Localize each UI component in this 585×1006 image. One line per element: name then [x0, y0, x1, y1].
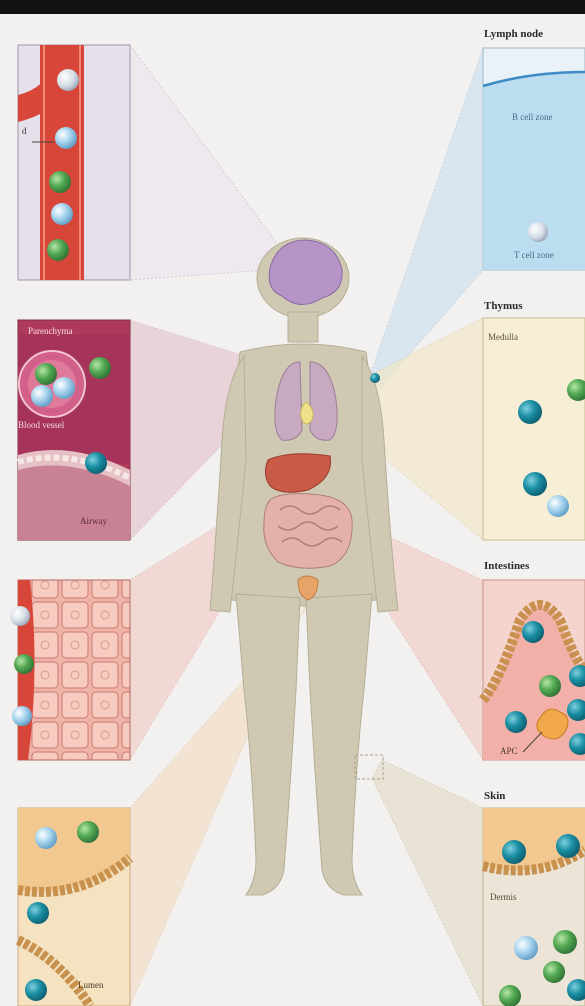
lumen-cell — [77, 821, 99, 843]
lung-cell — [35, 363, 57, 385]
lumen-cell — [27, 902, 49, 924]
lymph-node-panel — [483, 48, 585, 270]
wedge-skin — [372, 760, 483, 1006]
intestine-organ — [264, 494, 352, 569]
thymus-cell — [547, 495, 569, 517]
lymph-node-organ — [370, 373, 380, 383]
wedge-blood — [130, 45, 288, 280]
lumen-panel — [18, 808, 130, 1006]
right-leg — [306, 594, 372, 895]
lumen-cell — [25, 979, 47, 1001]
liver-cell — [10, 606, 30, 626]
blood-cell — [49, 171, 71, 193]
lumen-cell — [35, 827, 57, 849]
intestines-title: Intestines — [484, 560, 529, 572]
skin-cell — [556, 834, 580, 858]
lung-cell — [53, 377, 75, 399]
blood-vessel-label: Blood vessel — [18, 420, 64, 430]
dermis-label: Dermis — [490, 892, 517, 902]
blood-cell — [47, 239, 69, 261]
skin-cell — [553, 930, 577, 954]
blood-partial-label: d — [22, 126, 27, 136]
b-cell-zone-label: B cell zone — [512, 112, 552, 122]
lung-cell — [85, 452, 107, 474]
left-leg — [236, 594, 300, 895]
lymph-cell — [528, 222, 548, 242]
lung-panel — [18, 320, 130, 540]
intestine-cell — [539, 675, 561, 697]
thymus-cell — [523, 472, 547, 496]
skin-cell — [499, 985, 521, 1006]
skin-cell — [514, 936, 538, 960]
intestine-cell — [522, 621, 544, 643]
skin-title: Skin — [484, 790, 505, 802]
lumen-label: Lumen — [78, 980, 104, 990]
skin-cell — [502, 840, 526, 864]
intestines-panel — [483, 580, 585, 760]
lung-cell — [89, 357, 111, 379]
blood-panel — [18, 45, 130, 280]
parenchyma-label: Parenchyma — [28, 326, 72, 336]
neck — [288, 312, 318, 342]
blood-cell — [55, 127, 77, 149]
intestine-cell — [505, 711, 527, 733]
liver-cell — [14, 654, 34, 674]
lymph-node-title: Lymph node — [484, 28, 543, 40]
airway-label: Airway — [80, 516, 107, 526]
blood-cell — [51, 203, 73, 225]
thymus-title: Thymus — [484, 300, 523, 312]
lung-cell — [31, 385, 53, 407]
liver-panel — [10, 580, 130, 760]
skin-panel — [483, 808, 585, 1006]
skin-cell — [543, 961, 565, 983]
apc-label: APC — [500, 746, 518, 756]
blood-cell — [57, 69, 79, 91]
t-cell-zone-label: T cell zone — [514, 250, 554, 260]
thymus-cell — [518, 400, 542, 424]
thymus-panel — [483, 318, 585, 540]
medulla-label: Medulla — [488, 332, 518, 342]
liver-cell — [12, 706, 32, 726]
